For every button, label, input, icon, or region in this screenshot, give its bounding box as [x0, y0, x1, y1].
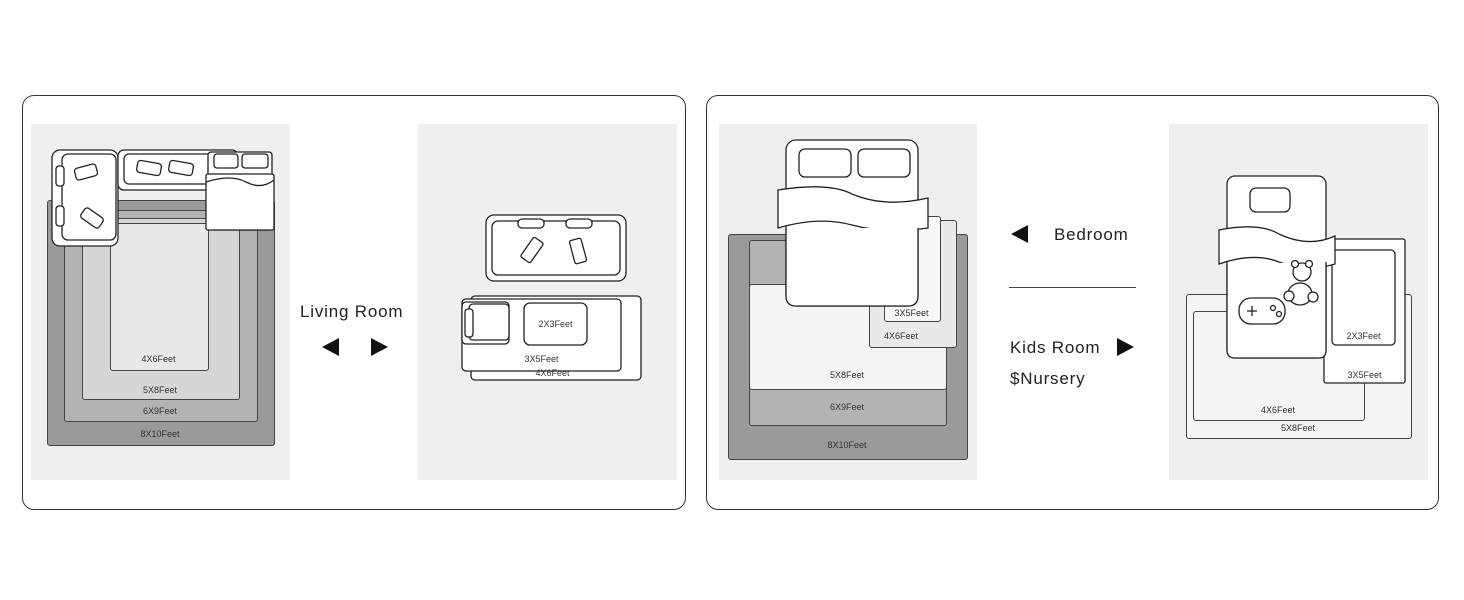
label-bed-8x10: 8X10Feet [827, 440, 867, 450]
label-kids-4x6: 4X6Feet [1260, 405, 1296, 415]
kids-room-label: Kids Room [1010, 338, 1101, 357]
sectional-sofa-icon [51, 149, 275, 247]
rug-4x6 [110, 223, 209, 371]
label-bed-3x5: 3X5Feet [894, 308, 929, 318]
bedroom-panel: 3X5Feet 4X6Feet 5X8Feet 6X9Feet 8X10Feet [719, 124, 977, 480]
label-4x6: 4X6Feet [141, 354, 176, 364]
label-kids-5x8: 5X8Feet [1280, 423, 1316, 433]
label-2x3: 2X3Feet [538, 319, 573, 329]
bedroom-label: Bedroom [1054, 225, 1129, 244]
label-5x8: 5X8Feet [142, 385, 178, 395]
label-8x10: 8X10Feet [140, 429, 180, 439]
living-room-small-panel: 2X3Feet 3X5Feet 4X6Feet [418, 124, 677, 480]
double-bed-icon [777, 139, 929, 307]
label-bed-5x8: 5X8Feet [829, 370, 865, 380]
label-kids-2x3: 2X3Feet [1346, 331, 1381, 341]
label-kids-3x5: 3X5Feet [1347, 370, 1382, 380]
arrow-right-icon [1117, 338, 1134, 356]
label-4x6-small: 4X6Feet [535, 368, 570, 378]
arrow-left-icon [322, 338, 339, 356]
living-room-large-panel: 4X6Feet 5X8Feet 6X9Feet 8X10Feet [31, 124, 290, 480]
single-bed-icon [1218, 175, 1406, 384]
nursery-label: $Nursery [1010, 369, 1086, 388]
label-bed-4x6: 4X6Feet [883, 331, 919, 341]
arrow-left-icon [1011, 225, 1028, 243]
label-bed-6x9: 6X9Feet [829, 402, 865, 412]
arrow-right-icon [371, 338, 388, 356]
label-6x9: 6X9Feet [142, 406, 178, 416]
label-3x5: 3X5Feet [524, 354, 559, 364]
divider-line [1009, 287, 1136, 288]
living-room-label: Living Room [300, 302, 404, 321]
kids-room-panel: 5X8Feet 4X6Feet 2X3Feet 3X5Feet [1169, 124, 1428, 480]
small-living-layout [461, 214, 642, 381]
